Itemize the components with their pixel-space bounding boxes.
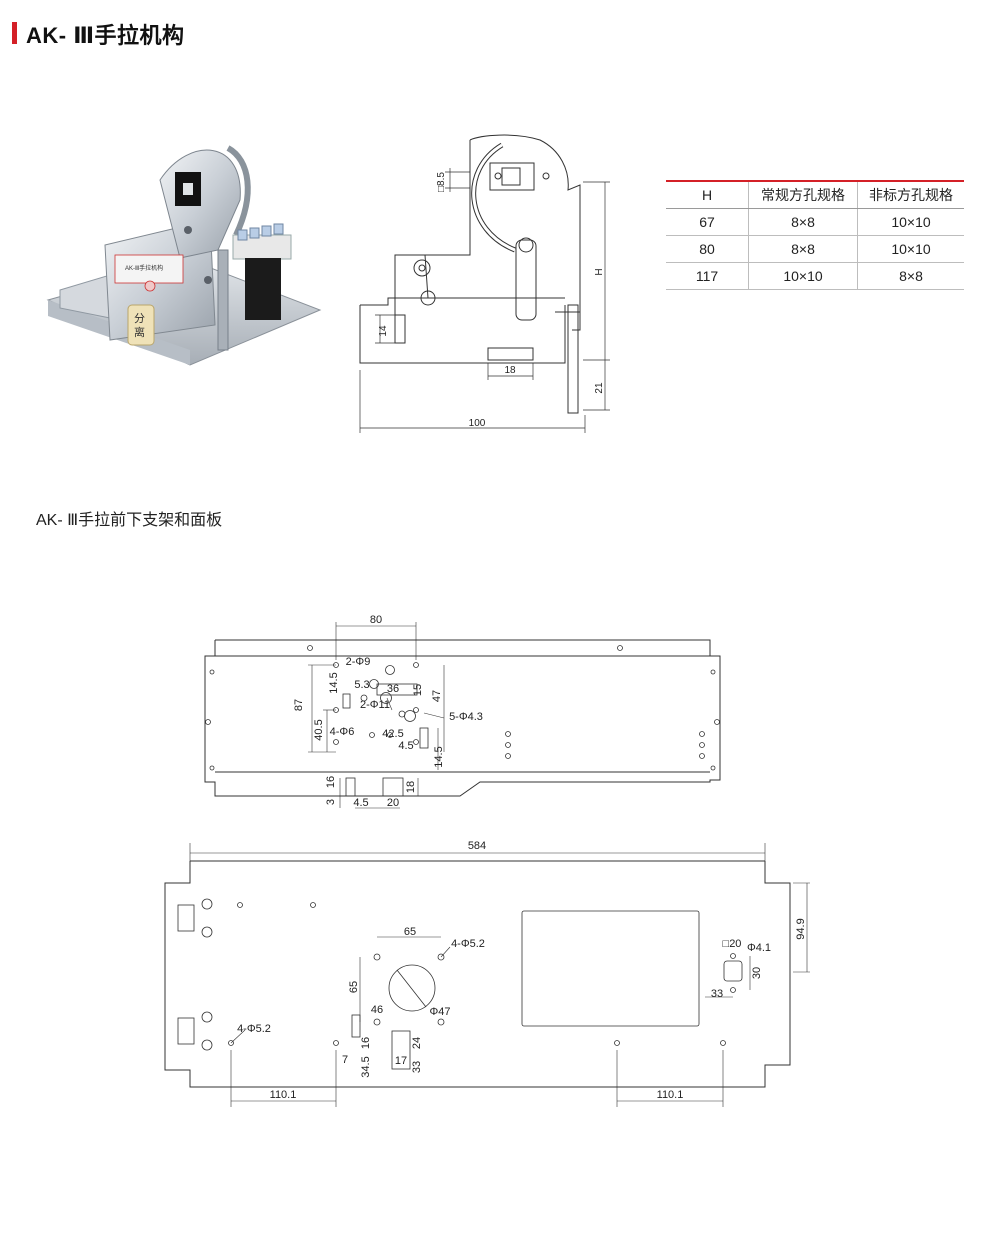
dim-5-phi4-3: 5-Φ4.3 <box>449 711 483 723</box>
page-title: AK- Ⅲ手拉机构 <box>26 23 185 48</box>
dim-4-phi6: 4-Φ6 <box>330 726 355 738</box>
header-cell-nonstandard: 非标方孔规格 <box>857 181 964 209</box>
table-cell: 8×8 <box>857 262 964 290</box>
dim-42-5: 42.5 <box>382 728 403 740</box>
table-cell: 8×8 <box>748 208 858 236</box>
dim-21: 21 <box>594 382 605 394</box>
title-accent-bar <box>12 22 17 44</box>
table-cell: 67 <box>666 208 749 236</box>
dim-40-5: 40.5 <box>313 719 325 740</box>
dim-4-5-top: 4.5 <box>398 740 413 752</box>
dim-phi4-1: Φ4.1 <box>747 942 771 954</box>
table-cell: 10×10 <box>857 235 964 263</box>
dim-36: 36 <box>387 683 399 695</box>
dim-65-vertical: 65 <box>348 981 360 993</box>
product-photo: AK-Ⅲ手拉机构 分 离 <box>46 145 322 366</box>
dim-4-5-bottom: 4.5 <box>353 797 368 809</box>
dim-15: 15 <box>412 684 424 696</box>
bracket-drawing: 80 2-Φ9 14.5 5.3 36 15 47 87 2-Φ11 5-Φ4.… <box>204 614 721 809</box>
table-row: 80 8×8 10×10 <box>666 235 964 263</box>
dim-80: 80 <box>370 614 382 626</box>
dim-87: 87 <box>293 699 305 711</box>
table-row: 117 10×10 8×8 <box>666 262 964 290</box>
panel-drawing: 584 65 4-Φ5.2 □20 Φ4.1 94.9 30 65 46 Φ47… <box>164 840 810 1107</box>
dim-110-1-left: 110.1 <box>270 1089 297 1101</box>
dim-34-5: 34.5 <box>360 1056 372 1077</box>
dim-5-3: 5.3 <box>354 679 369 691</box>
dim-4-phi5-2-left: 4-Φ5.2 <box>237 1023 271 1035</box>
dim-7: 7 <box>342 1054 348 1066</box>
dim-14: 14 <box>378 325 389 337</box>
dim-3: 3 <box>325 799 337 805</box>
section-title-bracket-panel: AK- Ⅲ手拉前下支架和面板 <box>36 512 223 529</box>
dim-100: 100 <box>469 418 486 429</box>
dim-47: 47 <box>431 690 443 702</box>
table-row: 67 8×8 10×10 <box>666 208 964 236</box>
dim-square-20: □20 <box>723 938 742 950</box>
dim-20: 20 <box>387 797 399 809</box>
spec-table-header: H 常规方孔规格 非标方孔规格 <box>666 181 964 209</box>
dim-46: 46 <box>371 1004 383 1016</box>
dim-4-phi5-2-top: 4-Φ5.2 <box>451 938 485 950</box>
dim-2-phi11: 2-Φ11 <box>360 699 390 711</box>
table-cell: 117 <box>666 262 749 290</box>
dim-14-5-top: 14.5 <box>328 672 340 693</box>
photo-separate-label-2: 离 <box>134 325 145 339</box>
dim-110-1-right: 110.1 <box>657 1089 684 1101</box>
dim-33-right: 33 <box>711 988 723 1000</box>
dim-16: 16 <box>325 776 337 788</box>
side-view-drawing: □8.5 H 21 14 18 100 <box>359 134 610 433</box>
dim-18: 18 <box>405 781 417 793</box>
dim-94-9: 94.9 <box>795 918 807 939</box>
dim-phi47: Φ47 <box>429 1006 450 1018</box>
table-cell: 80 <box>666 235 749 263</box>
dim-24: 24 <box>411 1037 423 1049</box>
table-cell: 10×10 <box>857 208 964 236</box>
spec-table: H 常规方孔规格 非标方孔规格 67 8×8 10×10 80 8×8 10×1… <box>666 180 964 290</box>
dim-18: 18 <box>504 365 516 376</box>
dim-584: 584 <box>468 840 486 852</box>
table-cell: 10×10 <box>748 262 858 290</box>
dim-17: 17 <box>395 1055 407 1067</box>
photo-plate-label: AK-Ⅲ手拉机构 <box>125 264 163 272</box>
dim-16: 16 <box>360 1037 372 1049</box>
table-cell: 8×8 <box>748 235 858 263</box>
dim-2-phi9: 2-Φ9 <box>346 656 371 668</box>
dim-H: H <box>594 268 605 275</box>
header-cell-standard: 常规方孔规格 <box>748 181 858 209</box>
dim-33-bottom: 33 <box>411 1061 423 1073</box>
dim-square-8-5: □8.5 <box>436 172 447 192</box>
dim-14-5-bottom: 14.5 <box>433 746 445 767</box>
dim-30: 30 <box>751 967 763 979</box>
header-cell-h: H <box>666 181 749 209</box>
photo-separate-label-1: 分 <box>134 312 145 325</box>
dim-65-horizontal: 65 <box>404 926 416 938</box>
